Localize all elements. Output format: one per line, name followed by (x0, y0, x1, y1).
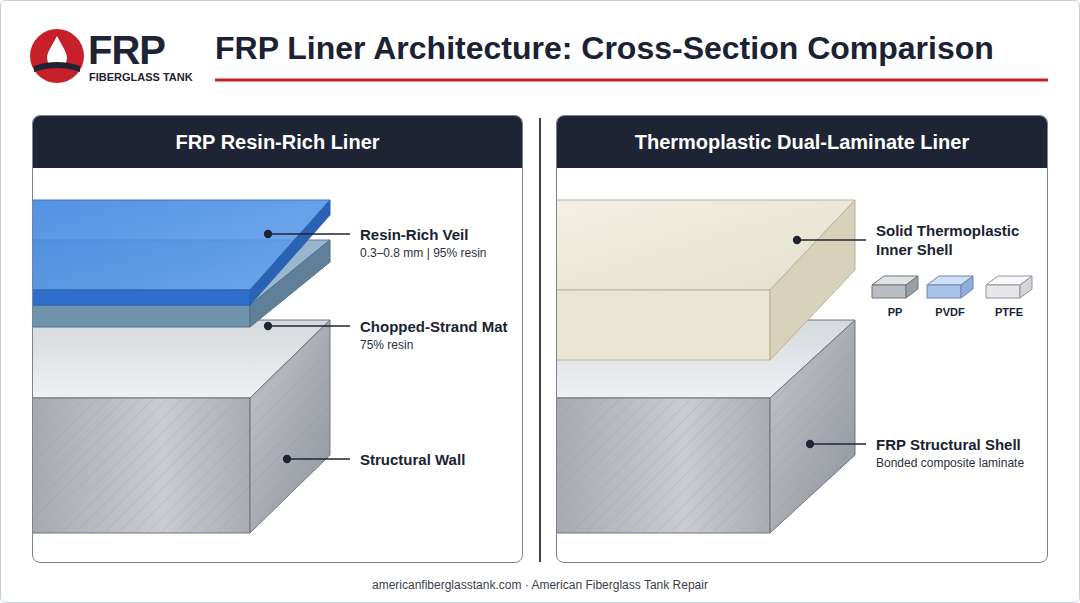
layer-spec: 0.3–0.8 mm | 95% resin (360, 246, 487, 260)
layer-name: Resin-Rich Veil (360, 226, 468, 243)
dual-laminate-stack (557, 200, 855, 533)
panel-box: Thermoplastic Dual-Laminate Liner (556, 115, 1048, 563)
panel-header: Thermoplastic Dual-Laminate Liner (557, 116, 1047, 168)
footer-caption: americanfiberglasstank.com · American Fi… (372, 578, 708, 592)
layer-name: Structural Wall (360, 451, 465, 468)
page-title: FRP Liner Architecture: Cross-Section Co… (215, 30, 994, 67)
logo-subtext: FIBERGLASS TANK (89, 71, 193, 83)
title-rule (215, 79, 1048, 82)
material-swatches (872, 276, 1032, 298)
swatch-label: PVDF (925, 306, 975, 318)
layer-name: Solid Thermoplastic Inner Shell (876, 221, 1041, 259)
layer-spec: 75% resin (360, 338, 413, 352)
panel-divider (539, 118, 541, 562)
resin-rich-stack (33, 200, 330, 533)
panel-header: FRP Resin-Rich Liner (33, 116, 522, 168)
logo-mark (30, 29, 84, 83)
panel-box: FRP Resin-Rich Liner (32, 115, 523, 563)
swatch-label: PP (870, 306, 920, 318)
layer-spec: Bonded composite laminate (876, 456, 1024, 470)
leader-lines (265, 231, 351, 463)
leader-lines (794, 237, 867, 448)
swatch-label: PTFE (984, 306, 1034, 318)
layer-name: Chopped-Strand Mat (360, 318, 508, 335)
layer-name: FRP Structural Shell (876, 436, 1021, 453)
logo-text: FRP (88, 28, 165, 73)
